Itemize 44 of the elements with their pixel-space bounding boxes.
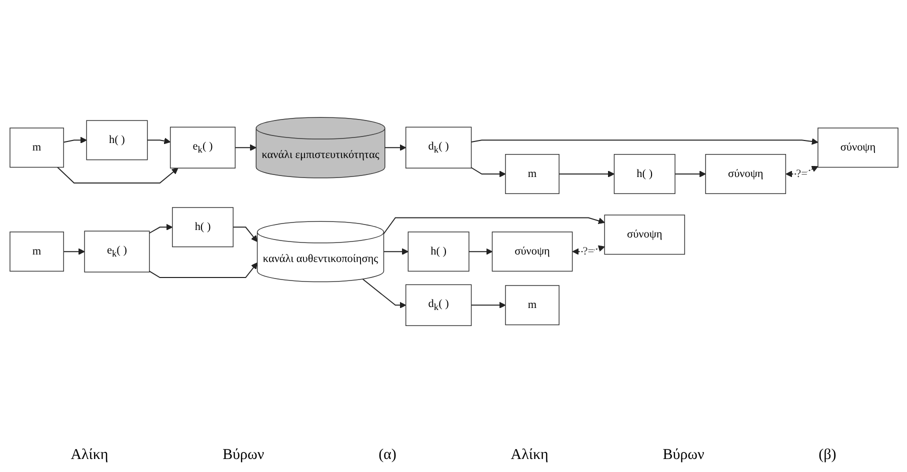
arrow	[382, 217, 604, 234]
arrow	[234, 144, 256, 151]
node-box: e$_{k}$( )	[84, 230, 150, 272]
arrow	[148, 262, 258, 278]
arrow	[382, 248, 408, 255]
arrow	[62, 248, 84, 255]
arrow	[384, 144, 406, 151]
node-box: σύνοψη	[491, 232, 572, 272]
node-box: σύνοψη	[604, 214, 685, 255]
edge-label: ?=	[796, 168, 807, 180]
arrow	[674, 170, 706, 178]
edge-label: ?=	[582, 245, 594, 258]
arrow	[572, 245, 604, 255]
node-box: σύνοψη	[817, 128, 898, 168]
arrow	[232, 226, 258, 242]
arrow	[470, 167, 506, 178]
arrow	[56, 166, 178, 184]
arrow	[146, 138, 170, 144]
caption-text: Αλίκη	[510, 447, 548, 464]
caption-text: Βύρων	[222, 447, 264, 464]
arrow	[558, 170, 614, 178]
arrow	[470, 138, 818, 145]
arrow	[62, 136, 86, 144]
arrow	[468, 248, 492, 255]
node-box: d$_{k}$( )	[404, 284, 472, 326]
node-box: m	[504, 154, 559, 194]
node-box: m	[504, 285, 559, 326]
arrow	[470, 302, 506, 308]
node-box: σύνοψη	[704, 154, 786, 194]
arrow	[362, 278, 406, 308]
node-box: m	[9, 232, 64, 272]
node-box: m	[9, 128, 64, 168]
node-box: h( )	[86, 120, 148, 160]
node-box: d$_{k}$( )	[404, 126, 472, 168]
caption-text: Βύρων	[662, 447, 704, 464]
caption-text: Αλίκη	[70, 447, 108, 464]
arrow	[785, 166, 818, 178]
caption-text: (α)	[378, 447, 396, 464]
arrow	[148, 224, 172, 234]
node-box: h( )	[407, 232, 469, 272]
node-box: h( )	[172, 207, 234, 248]
caption-text: (β)	[818, 447, 836, 464]
node-box: e$_{k}$( )	[169, 126, 236, 168]
node-box: h( )	[613, 154, 675, 194]
